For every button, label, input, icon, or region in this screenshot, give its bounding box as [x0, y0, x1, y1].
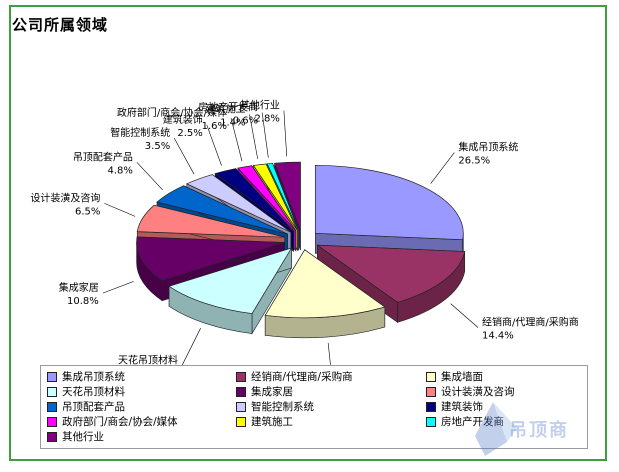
leader-line-1: [450, 303, 479, 328]
legend-swatch: [236, 371, 246, 382]
pie-slice-0: [314, 164, 464, 261]
legend-item-8: 建筑装饰: [426, 399, 586, 414]
slice-name-label-4: 集成家居: [59, 281, 99, 294]
legend-label: 天花吊顶材料: [62, 386, 125, 398]
legend-label: 政府部门/商会/协会/媒体: [62, 416, 178, 428]
leader-line-3: [181, 328, 201, 366]
slice-name-label-9: 政府部门/商会/协会/媒体: [117, 106, 227, 119]
leader-line-12: [283, 110, 288, 157]
legend-label: 设计装潢及咨询: [441, 386, 515, 398]
legend-item-9: 政府部门/商会/协会/媒体: [47, 414, 236, 429]
pie-slice-2: [264, 248, 386, 339]
legend-label: 集成家居: [251, 386, 293, 398]
slice-name-label-1: 经销商/代理商/采购商: [482, 316, 579, 329]
legend-swatch: [426, 401, 436, 412]
legend-label: 其他行业: [62, 431, 104, 443]
slice-name-label-3: 天花吊顶材料: [118, 354, 178, 367]
slice-name-label-0: 集成吊顶系统: [458, 141, 518, 154]
watermark-logo: 吊顶商: [473, 402, 603, 458]
legend-item-6: 吊顶配套产品: [47, 399, 236, 414]
legend-label: 房地产开发商: [441, 416, 504, 428]
leader-line-9: [230, 117, 243, 162]
legend-label: 建筑装饰: [441, 401, 483, 413]
slice-value-label-4: 10.8%: [67, 296, 99, 307]
legend-swatch: [426, 386, 436, 397]
slice-value-label-12: 2.8%: [254, 114, 279, 125]
legend-swatch: [47, 416, 57, 427]
leader-line-0: [430, 152, 455, 184]
legend-item-7: 智能控制系统: [236, 399, 426, 414]
legend-item-11: 房地产开发商: [426, 414, 586, 429]
legend-label: 集成墙面: [441, 371, 483, 383]
slice-name-label-10: 建筑施工: [206, 102, 246, 115]
legend-swatch: [236, 416, 246, 427]
chart-legend: 集成吊顶系统 经销商/代理商/采购商 集成墙面天花吊顶材料 集成家居 设计装潢及咨询吊顶…: [40, 365, 588, 449]
legend-item-4: 集成家居: [236, 384, 426, 399]
legend-swatch: [47, 401, 57, 412]
legend-swatch: [236, 401, 246, 412]
leader-line-5: [104, 203, 136, 217]
slice-value-label-10: 1.4%: [220, 117, 245, 128]
slice-value-label-0: 26.5%: [458, 156, 490, 167]
chart-title: 公司所属领域: [12, 16, 109, 34]
legend-item-5: 设计装潢及咨询: [426, 384, 586, 399]
legend-label: 智能控制系统: [251, 401, 314, 413]
slice-name-label-6: 吊顶配套产品: [73, 150, 133, 163]
legend-label: 集成吊顶系统: [62, 371, 125, 383]
slice-value-label-1: 14.4%: [482, 331, 514, 342]
legend-item-10: 建筑施工: [236, 414, 426, 429]
slice-value-label-6: 4.8%: [107, 165, 132, 176]
slice-value-label-7: 3.5%: [145, 141, 170, 152]
pie-slice-3: [168, 246, 293, 335]
legend-label: 经销商/代理商/采购商: [251, 371, 353, 383]
slice-name-label-11: 房地产开发商: [198, 101, 258, 114]
legend-swatch: [236, 386, 246, 397]
leader-line-7: [173, 137, 195, 175]
legend-label: 建筑施工: [251, 416, 293, 428]
legend-swatch: [426, 371, 436, 382]
slice-name-label-12: 其他行业: [240, 99, 280, 112]
legend-swatch: [47, 371, 57, 382]
slice-value-label-8: 2.5%: [177, 128, 202, 139]
leader-line-10: [249, 114, 258, 159]
legend-item-3: 天花吊顶材料: [47, 384, 236, 399]
slice-name-label-7: 智能控制系统: [110, 126, 170, 139]
leader-line-8: [206, 124, 222, 166]
leader-line-6: [136, 162, 163, 191]
legend-swatch: [47, 386, 57, 397]
legend-item-0: 集成吊顶系统: [47, 369, 236, 384]
slice-value-label-5: 6.5%: [75, 206, 100, 217]
slice-name-label-5: 设计装潢及咨询: [30, 191, 100, 204]
legend-item-2: 集成墙面: [426, 369, 586, 384]
slice-value-label-11: 0.6%: [233, 116, 258, 127]
legend-swatch: [47, 431, 57, 442]
legend-item-12: 其他行业: [47, 429, 236, 444]
legend-swatch: [426, 416, 436, 427]
slice-name-label-8: 建筑装饰: [163, 113, 203, 126]
leader-line-4: [102, 281, 134, 294]
pie-slice-1: [316, 244, 466, 323]
legend-label: 吊顶配套产品: [62, 401, 125, 413]
legend-item-1: 经销商/代理商/采购商: [236, 369, 426, 384]
slice-value-label-9: 1.6%: [202, 121, 227, 132]
leader-line-11: [261, 112, 269, 158]
